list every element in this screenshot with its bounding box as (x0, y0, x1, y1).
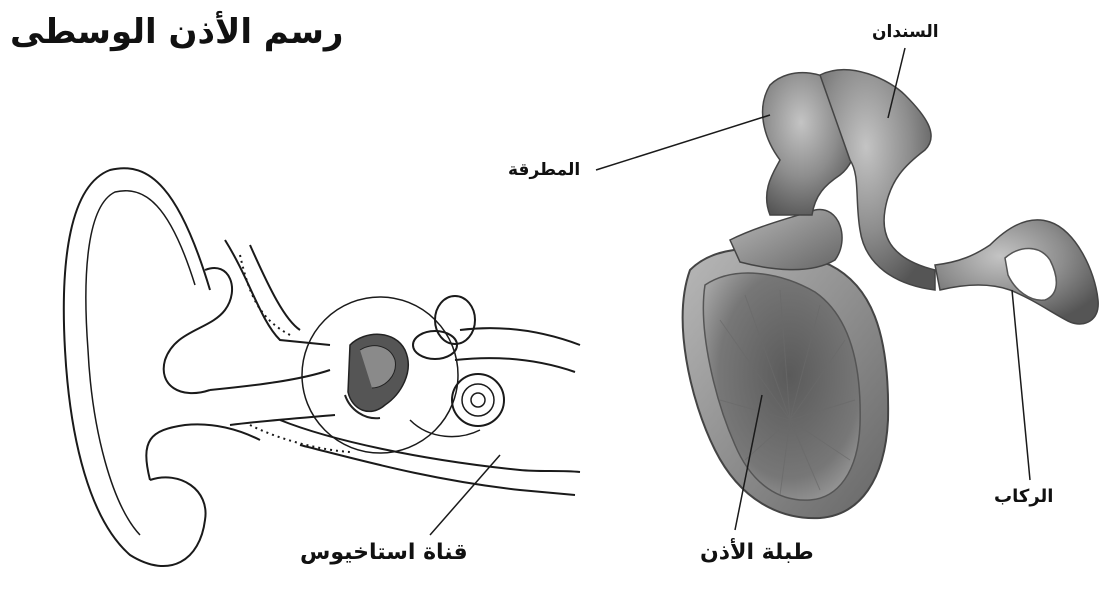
label-stapes: الركاب (994, 486, 1053, 507)
eustachian-tube-pointer (430, 455, 500, 535)
malleus-pointer (596, 115, 770, 170)
middle-ear-section (302, 296, 504, 453)
outer-ear-illustration (64, 168, 580, 566)
label-eardrum: طبلة الأذن (700, 540, 814, 565)
label-incus: السندان (872, 22, 939, 42)
label-malleus: المطرقة (508, 160, 580, 180)
stapes-pointer (1012, 290, 1030, 480)
label-eustachian-tube: قناة استاخيوس (300, 540, 468, 565)
diagram-title: رسم الأذن الوسطى (10, 12, 343, 52)
ossicles-illustration (683, 70, 1098, 518)
